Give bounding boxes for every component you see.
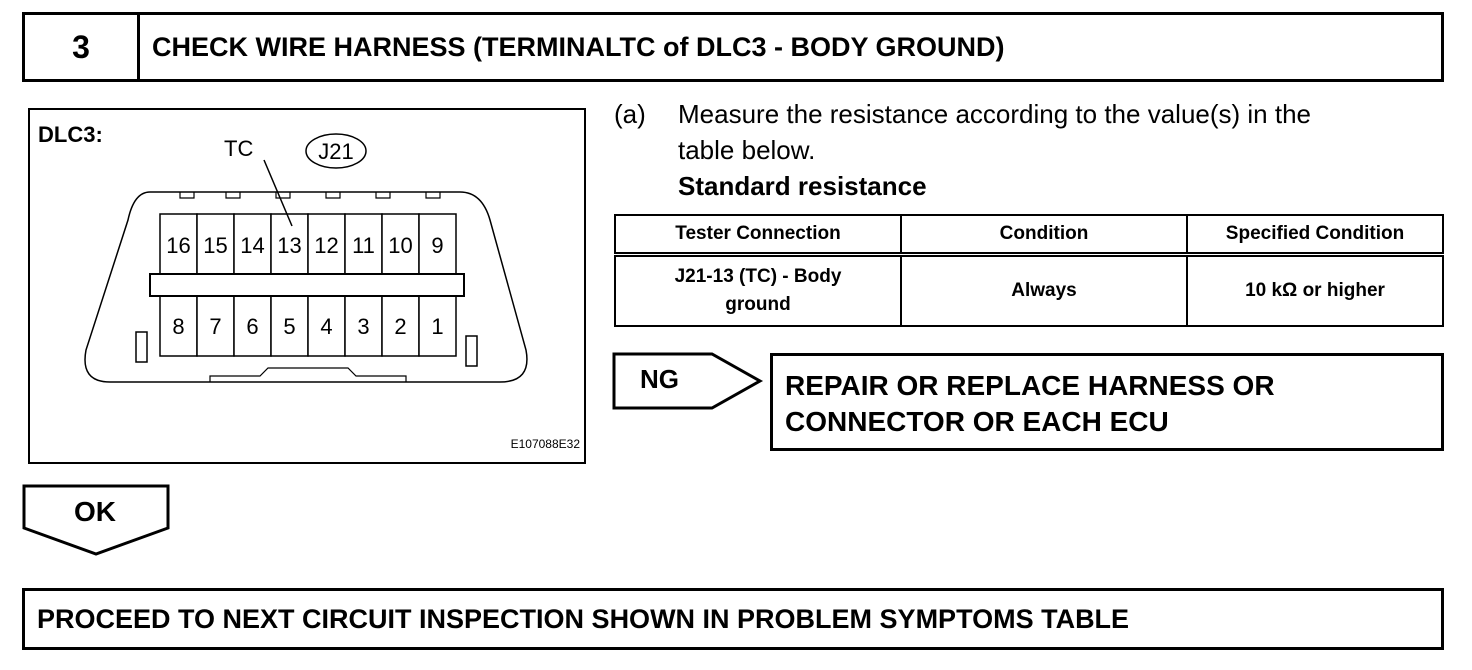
bottom-pin-number: 7 — [209, 314, 221, 339]
top-pin-number: 14 — [240, 233, 264, 258]
top-pin-number: 10 — [388, 233, 412, 258]
left-latch — [135, 331, 148, 363]
instruction-marker: (a) — [614, 99, 646, 129]
top-pin-cell — [196, 213, 235, 277]
bottom-pin-number: 6 — [246, 314, 258, 339]
bottom-pin-number: 2 — [394, 314, 406, 339]
top-pin-number: 15 — [203, 233, 227, 258]
instruction-line1: Measure the resistance according to the … — [678, 99, 1312, 129]
header-specified-condition: Specified Condition — [1186, 214, 1444, 257]
top-pin-row: 16 15 14 13 12 11 10 9 — [159, 213, 457, 277]
step-header: 3 CHECK WIRE HARNESS (TERMINALTC of DLC3… — [22, 12, 1444, 82]
bottom-pin-cell — [307, 295, 346, 357]
center-divider — [149, 273, 465, 297]
housing-notches — [179, 192, 441, 199]
ok-arrow — [22, 484, 170, 556]
bottom-pin-number: 5 — [283, 314, 295, 339]
instruction-subheading: Standard resistance — [678, 171, 927, 201]
figure-code: E107088E32 — [511, 437, 581, 451]
step-number: 3 — [25, 15, 140, 79]
connector-housing — [84, 191, 528, 383]
housing-bottom-key — [209, 367, 407, 382]
bottom-pin-cell — [233, 295, 272, 357]
step-title: CHECK WIRE HARNESS (TERMINALTC of DLC3 -… — [152, 31, 1005, 62]
top-pin-number: 9 — [431, 233, 443, 258]
ng-action-box: REPAIR OR REPLACE HARNESS OR CONNECTOR O… — [770, 353, 1444, 451]
bottom-pin-number: 1 — [431, 314, 443, 339]
bottom-pin-cell — [418, 295, 457, 357]
proceed-box: PROCEED TO NEXT CIRCUIT INSPECTION SHOWN… — [22, 588, 1444, 650]
connector-id-ellipse — [305, 133, 367, 169]
terminal-label: TC — [224, 136, 253, 161]
cell-tester-connection: J21-13 (TC) - Body ground — [614, 253, 902, 327]
bottom-pin-number: 3 — [357, 314, 369, 339]
table-row: J21-13 (TC) - Body ground Always 10 kΩ o… — [614, 253, 1444, 327]
ng-action-line2: CONNECTOR OR EACH ECU — [785, 406, 1169, 437]
header-tester-connection: Tester Connection — [614, 214, 902, 257]
instruction-line2: table below. — [678, 135, 816, 165]
top-pin-cell — [418, 213, 457, 277]
bottom-pin-number: 8 — [172, 314, 184, 339]
bottom-pin-number: 4 — [320, 314, 332, 339]
header-condition: Condition — [900, 214, 1188, 257]
bottom-pin-cell — [196, 295, 235, 357]
ng-arrow — [612, 352, 764, 410]
connection-line1: J21-13 (TC) - Body — [674, 266, 842, 287]
ng-label: NG — [640, 364, 679, 394]
top-pin-number: 12 — [314, 233, 338, 258]
top-pin-number: 11 — [352, 233, 375, 258]
connection-line2: ground — [725, 294, 791, 315]
cell-specified-condition: 10 kΩ or higher — [1186, 253, 1444, 327]
bottom-pin-cell — [381, 295, 420, 357]
ok-label: OK — [74, 496, 116, 527]
instruction-block: (a) Measure the resistance according to … — [614, 96, 1454, 204]
top-pin-number: 16 — [166, 233, 190, 258]
ng-action-line1: REPAIR OR REPLACE HARNESS OR — [785, 370, 1275, 401]
diagram-label: DLC3: — [38, 122, 103, 147]
right-latch — [465, 335, 478, 367]
top-pin-number: 13 — [277, 233, 301, 258]
tc-leader-line — [263, 159, 293, 227]
standard-resistance-table: Tester Connection Condition Specified Co… — [614, 214, 1444, 327]
connector-id: J21 — [318, 139, 353, 164]
bottom-pin-cell — [159, 295, 198, 357]
cell-condition: Always — [900, 253, 1188, 327]
